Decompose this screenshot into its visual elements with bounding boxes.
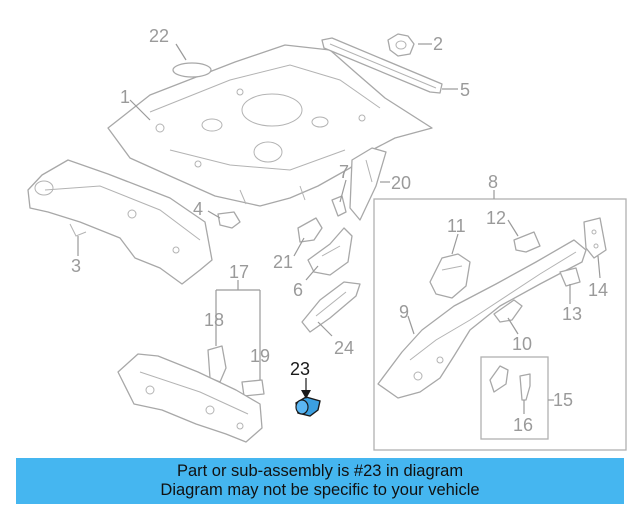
part-14-bracket: [583, 217, 607, 259]
callout-15: 15: [553, 390, 573, 410]
part-1-rear-floor-pan: [107, 44, 433, 207]
banner-line-1: Part or sub-assembly is #23 in diagram: [176, 462, 464, 480]
callout-3: 3: [71, 256, 81, 276]
part-20-reinforcement: [349, 147, 387, 221]
callout-24: 24: [334, 338, 354, 358]
part-5-crossmember: [321, 37, 443, 94]
parts-diagram: 1 2 3 4 5 6 7 8 9 10 11 12 13 14 15 16 1…: [27, 26, 627, 451]
callout-16: 16: [513, 415, 533, 435]
part-18-bracket: [207, 345, 227, 383]
callout-18: 18: [204, 310, 224, 330]
callout-7: 7: [339, 162, 349, 182]
part-15-clip: [489, 365, 509, 393]
part-19-bracket: [241, 379, 265, 397]
part-17-lower-panel: [117, 353, 263, 443]
group-8-box: [373, 198, 627, 451]
part-6-extension: [307, 227, 353, 276]
part-11-bracket: [429, 253, 471, 299]
callout-10: 10: [512, 334, 532, 354]
part-13-bracket: [559, 267, 581, 287]
info-banner: Part or sub-assembly is #23 in diagram D…: [16, 458, 624, 504]
callout-20: 20: [391, 173, 411, 193]
callout-23: 23: [290, 359, 310, 379]
callout-17: 17: [229, 262, 249, 282]
part-22-plug: [172, 62, 212, 78]
callout-2: 2: [433, 34, 443, 54]
callout-4: 4: [193, 199, 203, 219]
group-15-box: [480, 356, 549, 440]
part-23-grommet: [295, 396, 321, 417]
part-9-side-frame: [377, 239, 587, 399]
part-2-bracket: [387, 33, 415, 57]
callout-13: 13: [562, 304, 582, 324]
callout-21: 21: [273, 252, 293, 272]
part-10-bracket: [493, 299, 523, 323]
part-12-bracket: [513, 231, 541, 253]
callout-labels: 1 2 3 4 5 6 7 8 9 10 11 12 13 14 15 16 1…: [71, 26, 608, 435]
callout-1: 1: [120, 87, 130, 107]
part-4-bracket: [217, 211, 241, 229]
callout-14: 14: [588, 280, 608, 300]
leader-lines: [77, 43, 601, 414]
part-24-panel: [301, 281, 361, 333]
part-16-bolt: [519, 373, 531, 401]
callout-5: 5: [460, 80, 470, 100]
part-7-stay: [331, 195, 347, 217]
callout-12: 12: [486, 208, 506, 228]
callout-22: 22: [149, 26, 169, 46]
callout-11: 11: [447, 216, 466, 236]
callout-19: 19: [250, 346, 270, 366]
callout-6: 6: [293, 280, 303, 300]
part-3-rear-panel: [27, 159, 213, 285]
callout-8: 8: [488, 172, 498, 192]
banner-line-2: Diagram may not be specific to your vehi…: [160, 481, 480, 499]
callout-9: 9: [399, 302, 409, 322]
part-21-bracket: [297, 217, 323, 243]
